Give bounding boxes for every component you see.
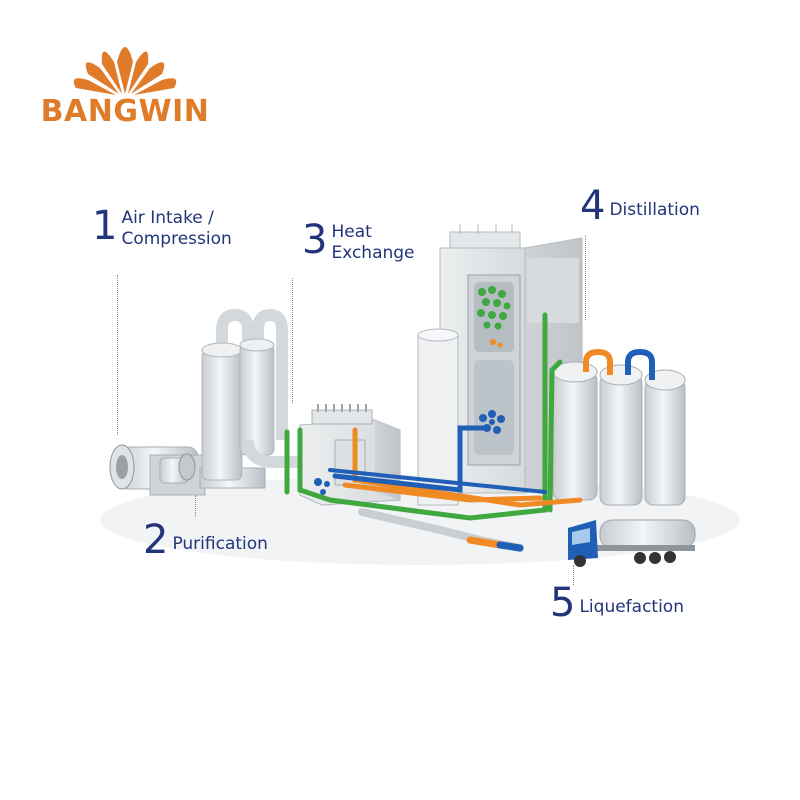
step-5-liquefaction: 5 Liquefaction: [550, 583, 684, 623]
brand-logo: BANGWIN: [40, 22, 210, 132]
step-5-number: 5: [550, 580, 576, 626]
step-1-label: Air Intake / Compression: [121, 208, 232, 249]
leader-line-step-1: [117, 275, 118, 435]
step-3-label: Heat Exchange: [331, 222, 415, 263]
step-1-air-intake: 1 Air Intake / Compression: [92, 206, 232, 250]
step-3-number: 3: [302, 217, 328, 263]
leader-line-step-2: [195, 495, 196, 517]
step-4-distillation: 4 Distillation: [580, 186, 700, 226]
step-1-number: 1: [92, 203, 118, 249]
lotus-logo-icon: [73, 47, 177, 95]
step-2-label: Purification: [172, 534, 268, 554]
step-2-purification: 2 Purification: [143, 520, 268, 560]
tanker-truck: [568, 519, 696, 567]
brand-name: BANGWIN: [40, 94, 210, 129]
step-5-label: Liquefaction: [579, 597, 684, 617]
intake-vessels: [201, 308, 320, 481]
step-3-heat-exchange: 3 Heat Exchange: [302, 220, 415, 264]
storage-tanks: [552, 348, 686, 506]
step-2-number: 2: [143, 517, 169, 563]
leader-line-step-3: [292, 278, 293, 403]
step-4-label: Distillation: [609, 200, 700, 220]
pipe-network: [284, 312, 583, 552]
leader-line-step-4: [585, 235, 586, 320]
leader-line-step-5: [573, 565, 574, 585]
step-4-number: 4: [580, 183, 606, 229]
